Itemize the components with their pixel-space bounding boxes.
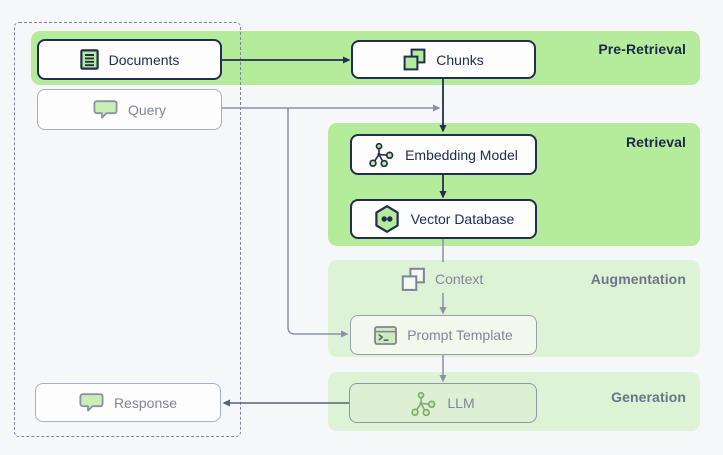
node-embedding-model: Embedding Model bbox=[350, 134, 537, 175]
stage-label-augmentation: Augmentation bbox=[590, 271, 686, 287]
node-response-label: Response bbox=[113, 394, 178, 411]
node-chunks-label: Chunks bbox=[436, 51, 484, 68]
node-documents: Documents bbox=[37, 39, 222, 80]
node-query-label: Query bbox=[127, 101, 167, 118]
node-vector-database: Vector Database bbox=[350, 199, 537, 239]
node-llm-label: LLM bbox=[447, 395, 475, 411]
node-context: Context bbox=[401, 265, 483, 293]
stage-label-generation: Generation bbox=[611, 389, 686, 405]
node-query: Query bbox=[37, 89, 222, 130]
network-nodes-icon bbox=[369, 142, 394, 167]
node-response: Response bbox=[35, 383, 221, 422]
overlapping-squares-icon bbox=[403, 48, 426, 71]
node-embedding-model-label: Embedding Model bbox=[405, 146, 518, 163]
node-llm: LLM bbox=[349, 383, 537, 423]
node-chunks: Chunks bbox=[351, 40, 536, 79]
node-prompt-template-label: Prompt Template bbox=[407, 327, 513, 343]
document-lines-icon bbox=[79, 49, 99, 70]
client-boundary-dashed-box bbox=[14, 22, 241, 437]
network-nodes-icon bbox=[411, 391, 436, 416]
edge-query-to-prompt-template bbox=[287, 108, 349, 338]
terminal-window-icon bbox=[374, 325, 398, 345]
node-documents-label: Documents bbox=[108, 51, 180, 68]
node-vector-database-label: Vector Database bbox=[410, 211, 515, 227]
stage-label-retrieval: Retrieval bbox=[625, 134, 686, 150]
hexagon-vector-icon bbox=[375, 205, 399, 233]
node-prompt-template: Prompt Template bbox=[350, 315, 537, 355]
speech-bubble-icon bbox=[79, 392, 104, 411]
node-context-label: Context bbox=[435, 271, 484, 287]
stage-label-pre-retrieval: Pre-Retrieval bbox=[598, 41, 686, 57]
speech-bubble-icon bbox=[93, 99, 118, 118]
overlapping-squares-outline-icon bbox=[401, 267, 425, 291]
